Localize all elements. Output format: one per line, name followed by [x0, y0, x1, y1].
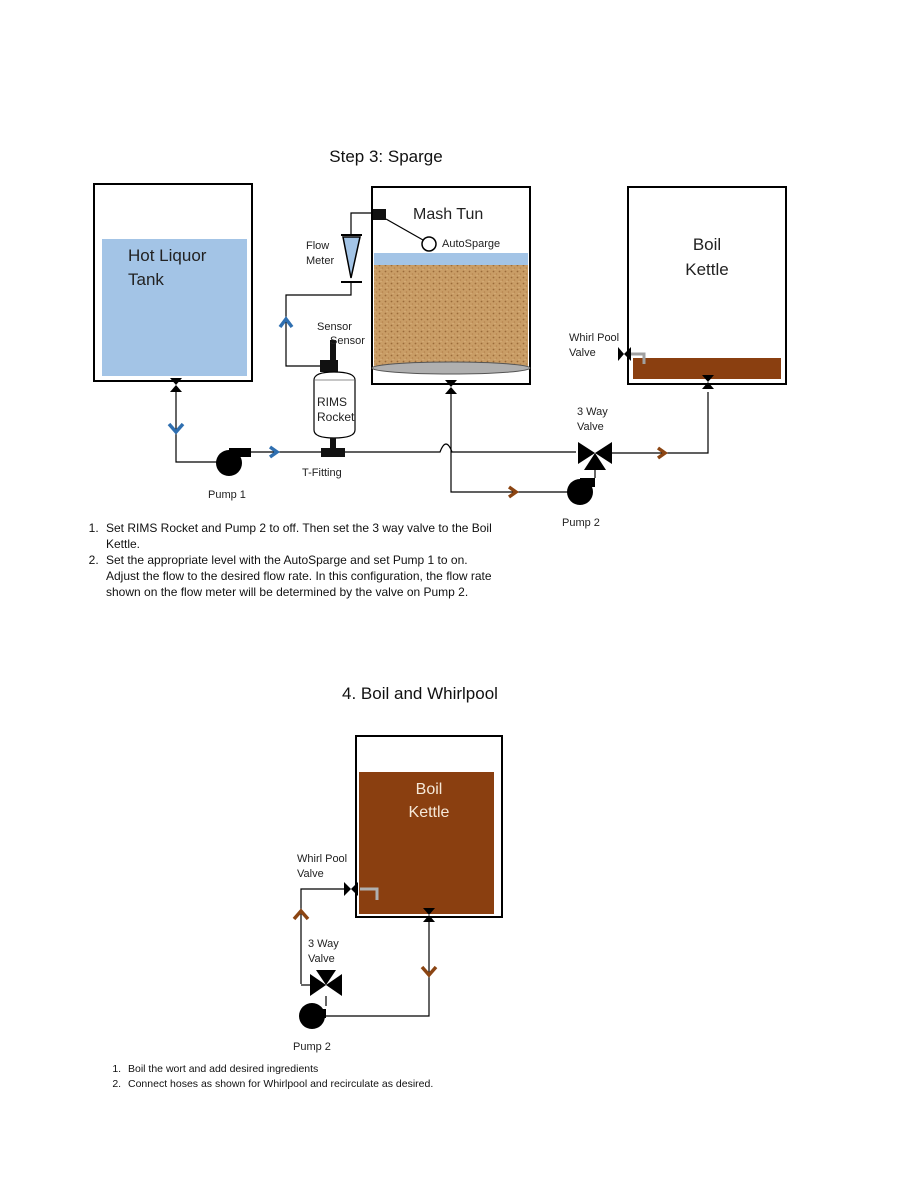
sensor-label-2: Sensor [330, 335, 365, 347]
boil-kettle-label-line2-step4: Kettle [409, 804, 450, 821]
autosparge-float: AutoSparge [373, 209, 500, 252]
boil-kettle-label-line1-step4: Boil [416, 781, 443, 798]
boil-kettle-step4: Boil Kettle [355, 735, 503, 918]
rims-rocket: RIMS Rocket [313, 371, 356, 439]
hlt-label-line2: Tank [128, 270, 164, 289]
mash-tun: Mash Tun [371, 186, 531, 385]
step3-instruction-2: Set the appropriate level with the AutoS… [102, 552, 502, 600]
sensor-label-1: Sensor [317, 321, 352, 333]
step3-instructions: Set RIMS Rocket and Pump 2 to off. Then … [76, 520, 502, 600]
pump1-label: Pump 1 [208, 489, 246, 501]
three-way-valve-step3: 3 Way Valve [577, 406, 612, 470]
step3-instruction-1: Set RIMS Rocket and Pump 2 to off. Then … [102, 520, 502, 552]
pipe-valve-to-kettle [612, 392, 709, 454]
boil-kettle-step3: Boil Kettle [627, 186, 787, 385]
mash-tun-outlet-valve [445, 380, 457, 394]
flow-arrow-blue-down [167, 422, 185, 435]
pipe-valve-to-whirlpool [300, 888, 344, 984]
step4-instructions: Boil the wort and add desired ingredient… [98, 1062, 544, 1092]
pipe-hlt-to-pump1 [175, 392, 222, 463]
hot-liquor-tank: Hot Liquor Tank [93, 183, 253, 382]
sensors: Sensor Sensor [317, 321, 365, 372]
kettle-bottom-valve-step4 [423, 908, 435, 922]
hlt-outlet-valve [170, 378, 182, 392]
flow-meter: Flow Meter [306, 212, 373, 283]
t-fitting-label: T-Fitting [302, 467, 342, 479]
mash-tun-label: Mash Tun [413, 206, 483, 223]
pipe-flowmeter-to-rims [285, 282, 352, 367]
pump-2-step4: Pump 2 [293, 1003, 331, 1053]
flow-meter-label-line2: Meter [306, 255, 334, 267]
three-way-valve-label-line2: Valve [577, 421, 604, 433]
whirlpool-valve-label-line2: Valve [569, 347, 596, 359]
step4-instruction-2: Connect hoses as shown for Whirlpool and… [124, 1077, 544, 1092]
autosparge-label: AutoSparge [442, 238, 500, 250]
flow-arrow-blue-right [268, 445, 281, 459]
t-fitting: T-Fitting [302, 438, 345, 479]
pump-2-step3: Pump 2 [562, 466, 600, 529]
whirlpool-valve-label-line1-step4: Whirl Pool [297, 853, 347, 865]
three-way-valve-label-line1-step4: 3 Way [308, 938, 339, 950]
flow-arrow-brown-down [420, 965, 438, 978]
flow-meter-label-line1: Flow [306, 240, 329, 252]
step4-title: 4. Boil and Whirlpool [342, 684, 498, 703]
pipe-mashtun-to-pump2 [450, 394, 576, 493]
pump2-label-step4: Pump 2 [293, 1041, 331, 1053]
pipe-kettle-to-pump2 [324, 922, 430, 1017]
flow-arrow-brown-up [292, 908, 310, 921]
boil-kettle-label-line1: Boil [693, 235, 721, 254]
hlt-label-line1: Hot Liquor [128, 246, 207, 265]
step3-title: Step 3: Sparge [329, 147, 442, 166]
three-way-valve-label-line1: 3 Way [577, 406, 608, 418]
whirlpool-valve-label-line1: Whirl Pool [569, 332, 619, 344]
rims-label-line1: RIMS [317, 395, 347, 409]
whirlpool-valve-step4: Whirl Pool Valve [297, 853, 379, 900]
rims-label-line2: Rocket [317, 410, 355, 424]
step4-instruction-1: Boil the wort and add desired ingredient… [124, 1062, 544, 1077]
three-way-valve-label-line2-step4: Valve [308, 953, 335, 965]
flow-arrow-blue-up [278, 316, 294, 329]
pump2-label-step3: Pump 2 [562, 517, 600, 529]
flow-arrow-brown-right-2 [656, 446, 669, 460]
flow-arrow-brown-right-1 [507, 485, 520, 499]
whirlpool-valve-step3: Whirl Pool Valve [569, 332, 646, 364]
kettle-inlet-valve [702, 375, 714, 389]
pipe-main-line [251, 443, 576, 453]
boil-kettle-label-line2: Kettle [685, 260, 728, 279]
three-way-valve-step4: 3 Way Valve [301, 938, 342, 1006]
pump-1: Pump 1 [208, 448, 251, 501]
whirlpool-valve-label-line2-step4: Valve [297, 868, 324, 880]
